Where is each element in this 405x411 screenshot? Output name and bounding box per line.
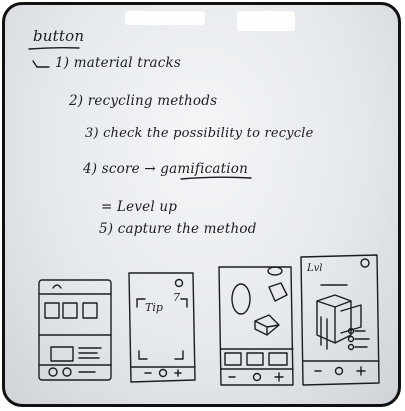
note-line-3: 3) check the possibility to recycle xyxy=(85,126,314,141)
note-line-6: 5) capture the method xyxy=(99,221,257,237)
wireframe-sketches: Tip 7 Lvl xyxy=(28,46,380,386)
screen2-mark: 7 xyxy=(173,291,180,304)
note-line-4: 4) score → gamification xyxy=(83,161,248,177)
phone-sketch-4 xyxy=(300,254,380,386)
note-line-2: 2) recycling methods xyxy=(69,93,218,109)
screen2-tip-label: Tip xyxy=(145,301,163,314)
screen4-level-label: Lvl xyxy=(306,263,323,274)
ceiling-light-reflection xyxy=(237,11,295,31)
heading-text: button xyxy=(33,27,85,45)
phone-sketch-1 xyxy=(38,279,112,381)
note-line-5: = Level up xyxy=(101,199,178,215)
ceiling-light-reflection xyxy=(125,11,205,25)
note-line-1: 1) material tracks xyxy=(55,55,182,71)
phone-sketch-2 xyxy=(128,272,196,383)
phone-sketch-3 xyxy=(218,266,294,386)
whiteboard-photo: button 1) material tracks 2) recycling m… xyxy=(2,2,401,407)
